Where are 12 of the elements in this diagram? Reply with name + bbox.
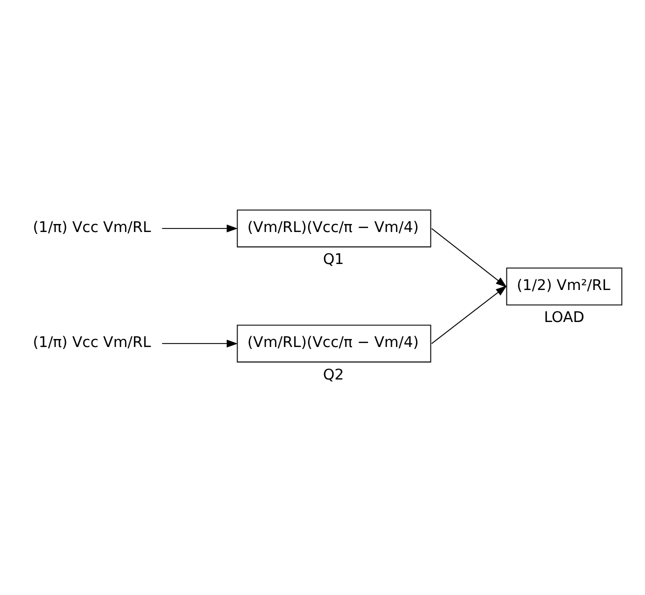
arrow bbox=[162, 339, 238, 347]
node-label: Q2 bbox=[322, 366, 344, 383]
node-box: (Vm/RL)(Vcc/π − Vm/4) bbox=[236, 324, 432, 362]
node-box: (Vm/RL)(Vcc/π − Vm/4) bbox=[236, 209, 432, 247]
arrow bbox=[162, 224, 238, 232]
node-text: (1/π) Vcc Vm/RL bbox=[32, 334, 151, 351]
node-box: (1/2) Vm²/RL bbox=[506, 267, 622, 305]
arrow bbox=[431, 228, 507, 287]
node-label: Q1 bbox=[322, 250, 344, 268]
node-label: LOAD bbox=[544, 308, 584, 326]
node-text: (1/π) Vcc Vm/RL bbox=[32, 218, 151, 236]
arrow bbox=[431, 285, 507, 344]
